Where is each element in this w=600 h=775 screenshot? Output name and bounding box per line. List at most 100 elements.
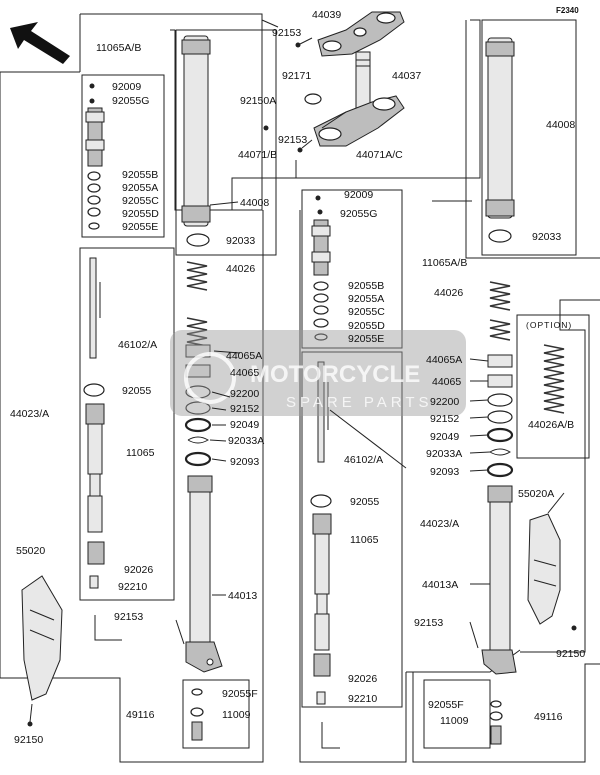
- label-92009-mid: 92009: [344, 189, 373, 201]
- label-92033a-left: 92033A: [228, 435, 264, 447]
- right-bottom-bolt-parts: [489, 700, 503, 745]
- label-92055g-left: 92055G: [112, 95, 149, 107]
- box-mid-cartridge: [301, 351, 403, 708]
- lower-triple-clamp-44071: [313, 95, 405, 147]
- label-92055f-left: 92055F: [222, 688, 258, 700]
- label-92033-right: 92033: [532, 231, 561, 243]
- label-92049-left: 92049: [230, 419, 259, 431]
- label-92055e-left: 92055E: [122, 221, 158, 233]
- label-44065-left: 44065: [230, 367, 259, 379]
- label-46102a-left: 46102/A: [118, 339, 157, 351]
- label-92055b-mid: 92055B: [348, 280, 384, 292]
- box-mid-cartridge-seals: [301, 189, 403, 349]
- right-upper-fork-tube-44008: [485, 37, 515, 243]
- label-92055b-left: 92055B: [122, 169, 158, 181]
- left-fork-guard-55020: [21, 575, 63, 727]
- label-92033a-right: 92033A: [426, 448, 462, 460]
- label-92055e-mid: 92055E: [348, 333, 384, 345]
- box-right-bottom-bolt: [423, 679, 491, 749]
- label-92055c-mid: 92055C: [348, 306, 385, 318]
- label-92055d-left: 92055D: [122, 208, 159, 220]
- label-92055f-right: 92055F: [428, 699, 464, 711]
- label-44008-left: 44008: [240, 197, 269, 209]
- label-55020a: 55020A: [518, 488, 554, 500]
- label-92200-left: 92200: [230, 388, 259, 400]
- diagram-code: F2340: [556, 6, 579, 15]
- label-92026-mid: 92026: [348, 673, 377, 685]
- label-92200-right: 92200: [430, 396, 459, 408]
- label-55020: 55020: [16, 545, 45, 557]
- box-left-upper-tube: [175, 29, 277, 256]
- label-49116-left: 49116: [126, 709, 155, 721]
- label-11009-left: 11009: [222, 709, 251, 721]
- label-92210-mid: 92210: [348, 693, 377, 705]
- label-92033-left: 92033: [226, 235, 255, 247]
- label-92055-mid: 92055: [350, 496, 379, 508]
- label-92152-right: 92152: [430, 413, 459, 425]
- label-44037: 44037: [392, 70, 421, 82]
- label-92210-left: 92210: [118, 581, 147, 593]
- label-92055-left: 92055: [122, 385, 151, 397]
- leader-lines: [209, 19, 565, 596]
- watermark-line2: SPARE PARTS: [286, 394, 433, 411]
- label-92055a-mid: 92055A: [348, 293, 384, 305]
- label-44013a: 44013A: [422, 579, 458, 591]
- label-44026-right: 44026: [434, 287, 463, 299]
- label-92150-left: 92150: [14, 734, 43, 746]
- left-cartridge-seal-parts: [85, 83, 105, 230]
- label-44013: 44013: [228, 590, 257, 602]
- left-outer-tube-44013: [175, 475, 223, 673]
- label-92026-left: 92026: [124, 564, 153, 576]
- label-44065a-right: 44065A: [426, 354, 462, 366]
- right-outer-tube-44013a: [469, 485, 517, 675]
- label-44026ab: 44026A/B: [528, 419, 574, 431]
- label-44065-right: 44065: [432, 376, 461, 388]
- box-right-upper-tube: [481, 19, 577, 256]
- right-fork-spring-44026: [489, 281, 511, 341]
- label-44071b: 44071/B: [238, 149, 277, 161]
- label-92093-right: 92093: [430, 466, 459, 478]
- label-92055g-mid: 92055G: [340, 208, 377, 220]
- label-92153-mid: 92153: [278, 134, 307, 146]
- label-44026-left: 44026: [226, 263, 255, 275]
- right-fork-internal-rings: [486, 354, 514, 478]
- label-92049-right: 92049: [430, 431, 459, 443]
- label-11065-mid: 11065: [350, 534, 379, 546]
- label-44023a-mid: 44023/A: [420, 518, 459, 530]
- label-44039: 44039: [312, 9, 341, 21]
- label-44071ac: 44071A/C: [356, 149, 403, 161]
- label-44065a-left: 44065A: [226, 350, 262, 362]
- front-direction-arrow-icon: [10, 22, 70, 64]
- label-92009-left: 92009: [112, 81, 141, 93]
- label-46102a-mid: 46102/A: [344, 454, 383, 466]
- label-92171: 92171: [282, 70, 311, 82]
- option-spring-44026ab: [543, 344, 565, 414]
- label-92055c-left: 92055C: [122, 195, 159, 207]
- left-upper-fork-tube-44008: [181, 35, 211, 247]
- upper-triple-clamp-44039: [317, 11, 405, 57]
- box-option-spring: [516, 314, 590, 459]
- label-11065ab-mid: 11065A/B: [422, 257, 467, 269]
- label-92153-left: 92153: [114, 611, 143, 623]
- box-left-cartridge-seals: [81, 74, 165, 238]
- label-92093-left: 92093: [230, 456, 259, 468]
- label-92150-right: 92150: [556, 648, 585, 660]
- box-left-bottom-bolt: [182, 679, 250, 749]
- steering-stem-44037: [355, 51, 371, 111]
- label-92150a: 92150A: [240, 95, 276, 107]
- right-fork-guard-55020a: [527, 513, 577, 631]
- left-bottom-bolt-parts: [190, 688, 204, 741]
- label-92055d-mid: 92055D: [348, 320, 385, 332]
- label-49116-right: 49116: [534, 711, 563, 723]
- watermark-line1: MOTORCYCLE: [250, 361, 420, 388]
- label-92153-right: 92153: [414, 617, 443, 629]
- mid-cartridge-parts: [310, 361, 332, 705]
- bolts-top: [263, 37, 347, 153]
- label-11065-left: 11065: [126, 447, 155, 459]
- label-92153-top: 92153: [272, 27, 301, 39]
- left-fork-spring-44026: [186, 261, 208, 347]
- label-92055a-left: 92055A: [122, 182, 158, 194]
- label-92152-left: 92152: [230, 403, 259, 415]
- label-11065ab-left: 11065A/B: [96, 42, 141, 54]
